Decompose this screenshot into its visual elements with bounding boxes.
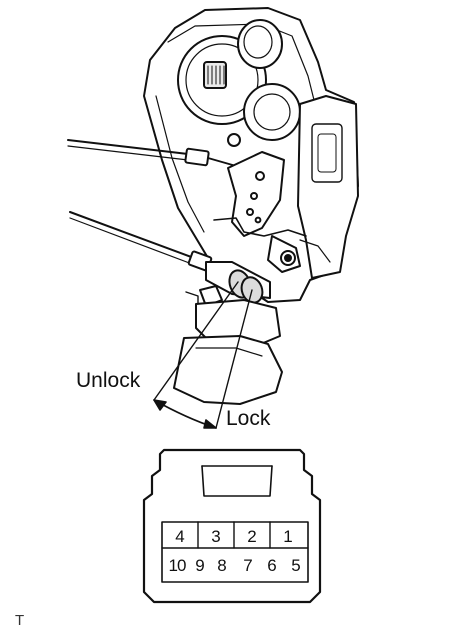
unlock-label: Unlock [76,369,141,392]
knob-housing [173,299,283,405]
motor-housing [177,19,301,147]
upper-cable [67,139,263,167]
connector-pin-bottom: 5 [291,556,301,575]
connector-pin-top: 4 [175,527,185,546]
connector-pin-bottom: 6 [267,556,277,575]
direction-guide-lines [153,281,253,429]
connector-outline [142,448,322,604]
connector-pin-bottom: 9 [195,556,205,575]
lock-lever [213,151,307,273]
connector-pin-top: 2 [247,527,257,546]
connector-pin-bottom: 10 [168,556,187,575]
side-bracket [297,95,359,279]
lock-direction-arrow [153,399,217,429]
connector-pin-bottom: 8 [217,556,227,575]
connector-pin-bottom: 7 [243,556,253,575]
footer-mark: T [15,612,25,629]
connector-pin-top: 1 [283,527,293,546]
lock-knob [185,261,271,311]
lock-label: Lock [226,407,271,430]
connector-pin-top: 3 [211,527,221,546]
